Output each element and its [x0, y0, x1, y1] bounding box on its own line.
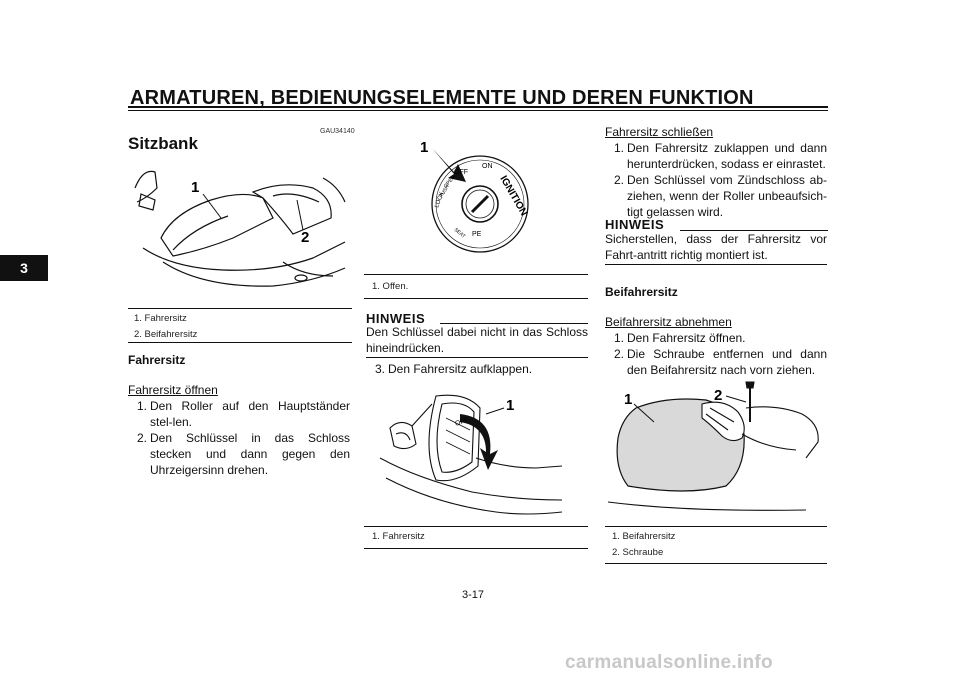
page-number: 3-17 — [462, 589, 485, 601]
header-rule-thin — [128, 110, 828, 111]
lock-label-ignition: IGNITION — [497, 174, 529, 218]
list-item: 1.Den Roller auf den Hauptständer stel-l… — [137, 399, 350, 429]
note-bottom-rule — [605, 264, 827, 265]
scooter-seat-illustration: 1 2 — [134, 170, 346, 287]
note-title: HINWEIS — [605, 217, 665, 232]
caption-rule-bottom — [128, 342, 352, 343]
caption-driver-seat: 1. Fahrersitz — [134, 313, 187, 324]
list-item: 1.Den Fahrersitz öffnen. — [614, 331, 746, 345]
list-item: 2.Den Schlüssel vom Zündschloss ab-ziehe… — [614, 173, 827, 219]
ignition-lock-illustration: ON OFF LOCK OPEN PUSH SEAT PE IGNITION 1 — [420, 139, 529, 253]
note-bottom-rule — [366, 357, 588, 358]
callout-1: 1 — [506, 397, 514, 414]
reference-code: GAU34140 — [320, 128, 355, 135]
remove-passenger-seat-title: Beifahrersitz abnehmen — [605, 315, 732, 329]
note-title-rule — [680, 230, 828, 231]
remove-steps-list: 1.Den Fahrersitz öffnen. 2.Die Schraube … — [605, 330, 827, 378]
callout-2: 2 — [714, 387, 722, 404]
caption-passenger-seat: 2. Beifahrersitz — [134, 329, 198, 340]
chapter-tab: 3 — [0, 255, 48, 281]
caption-screw: 2. Schraube — [612, 547, 664, 558]
open-driver-seat-title: Fahrersitz öffnen — [128, 383, 218, 397]
passenger-seat-illustration: 1 2 — [607, 381, 819, 511]
caption-rule — [605, 526, 827, 527]
note-text: Sicherstellen, dass der Fahrersitz vor F… — [605, 232, 827, 262]
callout-1: 1 — [624, 391, 632, 408]
caption-passenger-seat: 1. Beifahrersitz — [612, 531, 676, 542]
section-title: Sitzbank — [128, 134, 198, 153]
subheading-passenger-seat: Beifahrersitz — [605, 285, 678, 299]
caption-rule-bottom — [364, 548, 588, 549]
open-steps-list: 1.Den Roller auf den Hauptständer stel-l… — [128, 398, 350, 478]
list-item: 1.Den Fahrersitz zuklappen und dann heru… — [614, 141, 827, 171]
open-seat-illustration: OFF 1 — [379, 394, 563, 515]
caption-rule — [364, 274, 588, 275]
caption-rule — [128, 308, 352, 309]
lock-label-pe: PE — [472, 231, 482, 238]
close-driver-seat-title: Fahrersitz schließen — [605, 125, 714, 139]
lock-label-seat: SEAT — [453, 227, 467, 240]
page-header-title: ARMATUREN, BEDIENUNGSELEMENTE UND DEREN … — [130, 87, 754, 109]
caption-rule-bottom — [364, 298, 588, 299]
callout-1: 1 — [191, 179, 199, 196]
callout-2: 2 — [301, 229, 309, 246]
lock-label-on: ON — [482, 163, 493, 170]
caption-rule-bottom — [605, 563, 827, 564]
lock-label-off: OFF — [454, 169, 468, 176]
callout-1: 1 — [420, 139, 428, 156]
caption-driver-seat: 1. Fahrersitz — [372, 531, 425, 542]
step3-list: 3.Den Fahrersitz aufklappen. — [366, 361, 588, 377]
list-item: 2.Die Schraube entfernen und dann den Be… — [614, 347, 827, 377]
list-item: 3.Den Fahrersitz aufklappen. — [375, 362, 533, 376]
list-item: 2.Den Schlüssel in das Schloss stecken u… — [137, 431, 350, 477]
caption-open: 1. Offen. — [372, 281, 409, 292]
subheading-driver-seat: Fahrersitz — [128, 353, 186, 367]
note-title-rule — [440, 323, 588, 324]
note-text: Den Schlüssel dabei nicht in das Schloss… — [366, 325, 588, 355]
caption-rule — [364, 526, 588, 527]
close-steps-list: 1.Den Fahrersitz zuklappen und dann heru… — [605, 140, 827, 220]
watermark: carmanualsonline.info — [565, 652, 773, 673]
lock-label-lock: LOCK — [434, 191, 445, 208]
header-rule — [128, 106, 828, 108]
note-title: HINWEIS — [366, 311, 426, 326]
seat-label-off: OFF — [454, 417, 470, 428]
